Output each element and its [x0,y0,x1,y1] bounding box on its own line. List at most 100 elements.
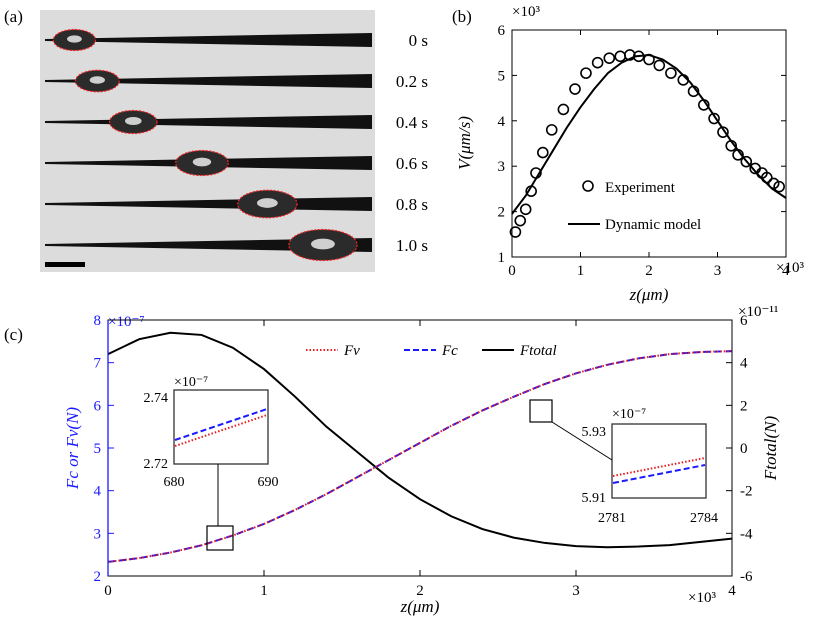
inset-2: ×10⁻⁷ 5.93 5.91 2781 2784 [529,399,718,526]
frame-time-label: 1.0 s [396,236,428,255]
c-left-tick-label: 2 [94,569,102,585]
inset-1: ×10⁻⁷ 2.74 2.72 680 690 [144,375,279,551]
inset2-xtick-left: 2781 [598,511,626,526]
frame-time-label: 0.2 s [396,72,428,91]
micrograph-frames: 0 s0.2 s0.4 s0.6 s0.8 s1.0 s [45,28,428,262]
c-x-tick-label: 0 [104,583,112,599]
inset1-frame [173,389,269,465]
series-fc [107,350,733,563]
c-left-tick-label: 6 [94,398,102,414]
experiment-point [624,49,636,61]
inset1-fv [174,414,268,447]
inset2-connector [551,421,613,461]
droplet-highlight [89,76,105,84]
legend-experiment-label: Experiment [605,180,676,196]
c-right-tick-label: 0 [740,441,748,457]
c-left-tick-label: 4 [94,484,102,500]
c-x-tick-label: 3 [572,583,580,599]
experiment-point [591,56,604,69]
needle [45,33,372,47]
c-x-exponent: ×10³ [688,590,716,606]
c-left-exponent: ×10⁻⁷ [108,314,145,330]
inset2-fv [612,457,706,477]
b-y-label: V(μm/s) [455,116,474,170]
experiment-point [665,67,677,79]
c-left-y-label: Fc or Fv(N) [63,407,82,490]
inset2-fc [612,464,706,484]
inset2-zoom-box [529,399,553,423]
c-x-tick-label: 4 [728,583,736,599]
b-y-exponent: ×10³ [512,4,540,20]
droplet-highlight [124,116,142,126]
b-x-exponent: ×10³ [776,260,804,276]
inset1-exponent: ×10⁻⁷ [174,375,208,390]
experiment-point [643,53,655,66]
legend-model-label: Dynamic model [605,217,701,233]
inset2-xtick-right: 2784 [690,511,718,526]
b-y-tick-label: 5 [498,68,506,84]
experiment-point [687,85,700,98]
c-x-tick-label: 1 [260,583,268,599]
b-y-tick-label: 2 [498,205,506,221]
panel-a-label: (a) [4,7,23,26]
needle [45,115,372,129]
c-x-label: z(μm) [400,597,440,616]
frame-time-label: 0.4 s [396,113,428,132]
needle [45,74,372,88]
b-y-tick-label: 3 [498,159,506,175]
experiment-point [717,126,729,138]
frame-time-label: 0.8 s [396,195,428,214]
c-left-tick-label: 8 [94,313,102,329]
inset1-fc [174,408,268,441]
experiment-point [614,50,627,63]
b-y-tick-label: 4 [498,114,506,130]
experiment-point [603,52,616,64]
panel-b-label: (b) [452,7,472,26]
inset2-ytick-top: 5.93 [582,425,607,440]
inset1-xtick-left: 680 [164,475,185,490]
inset1-ytick-top: 2.74 [144,391,169,406]
scale-bar [45,262,85,267]
experiment-point [557,103,570,116]
b-y-tick-label: 1 [498,250,506,266]
c-left-tick-label: 5 [94,441,102,457]
legend-fc-label: Fc [441,343,458,359]
c-right-y-label: Ftotal(N) [761,416,780,482]
experiment-point [761,171,773,184]
inset2-exponent: ×10⁻⁷ [612,407,646,422]
b-x-tick-label: 3 [714,263,722,279]
c-right-tick-label: -6 [740,569,753,585]
b-x-tick-label: 0 [508,263,516,279]
droplet-highlight [311,238,335,250]
experiment-point [677,74,690,86]
experiment-point [537,146,549,159]
experiment-point [653,59,666,72]
series-fv [107,350,733,563]
inset1-ytick-bottom: 2.72 [144,457,169,472]
experiment-point [569,83,581,95]
experiment-point [732,149,744,161]
c-right-tick-label: -2 [740,484,753,500]
micrograph-background [40,10,375,272]
c-right-exponent: ×10⁻¹¹ [738,304,778,320]
legend-experiment-marker [582,180,594,192]
legend-ftotal-label: Ftotal [519,343,557,359]
experiment-point [509,226,522,238]
c-right-tick-label: 4 [740,356,748,372]
droplet-highlight [192,157,212,167]
b-x-tick-label: 4 [782,263,790,279]
b-x-tick-label: 1 [577,263,585,279]
b-x-label: z(μm) [629,285,669,304]
experiment-point [519,203,532,216]
inset1-zoom-box [206,525,234,551]
inset1-xtick-right: 690 [258,475,279,490]
droplet-highlight [67,35,82,43]
c-left-tick-label: 7 [94,356,102,372]
c-right-tick-label: 6 [740,313,748,329]
frame-time-label: 0.6 s [396,154,428,173]
b-x-tick-label: 2 [645,263,653,279]
panel-c-label: (c) [4,325,23,344]
droplet-highlight [256,198,278,208]
